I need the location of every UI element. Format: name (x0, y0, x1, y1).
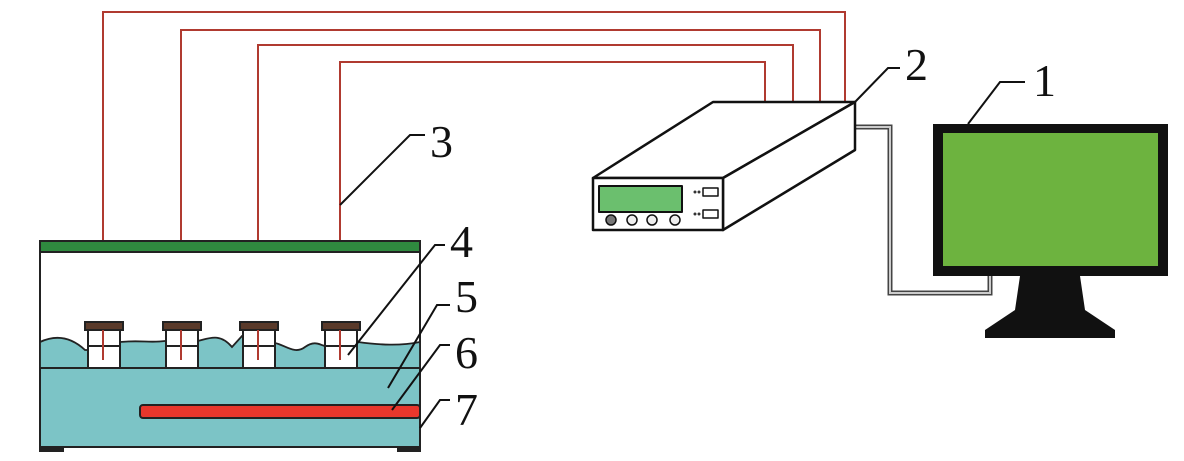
label-3: 3 (430, 116, 453, 167)
monitor-screen (943, 133, 1158, 266)
label-2: 2 (905, 39, 928, 90)
device-display (598, 185, 683, 213)
label-7: 7 (455, 384, 478, 435)
wire-3 (257, 44, 794, 360)
label-5: 5 (455, 271, 478, 322)
wire-1 (102, 11, 846, 360)
leader-lines (339, 67, 1025, 429)
sensor-wires (102, 11, 846, 360)
heater (139, 404, 421, 419)
label-6: 6 (455, 327, 478, 378)
device-button (702, 209, 719, 219)
device-button (702, 187, 719, 197)
knob (626, 214, 638, 226)
probe-ends (102, 330, 341, 360)
label-1: 1 (1033, 55, 1056, 106)
wire-2 (180, 29, 821, 360)
wire-4 (339, 61, 766, 360)
tank-lid (39, 240, 421, 253)
data-cable (856, 124, 993, 296)
knob (646, 214, 658, 226)
label-4: 4 (450, 216, 473, 267)
computer-monitor (933, 124, 1168, 338)
data-logger-device (591, 100, 857, 232)
knob (669, 214, 681, 226)
knob (605, 214, 617, 226)
